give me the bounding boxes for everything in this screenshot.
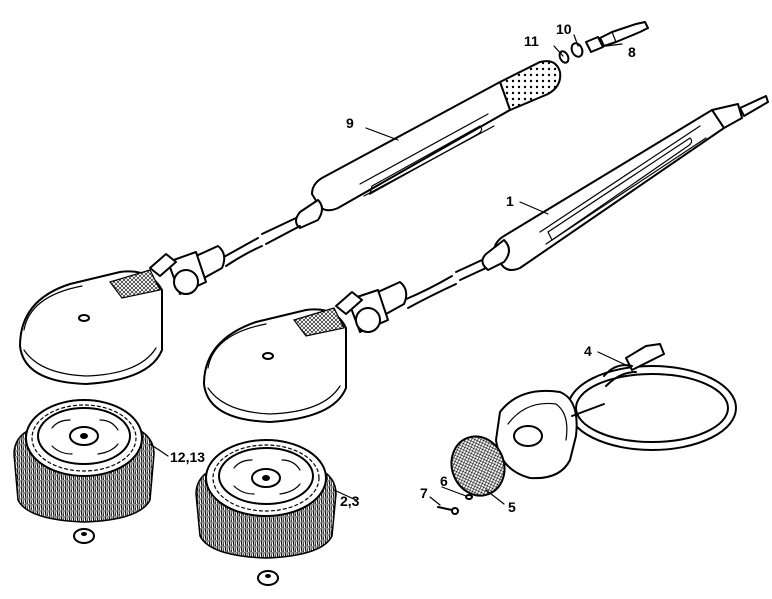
hose-part-4 xyxy=(567,343,737,451)
callout-11: 11 xyxy=(524,33,539,49)
extension-lance-part-1 xyxy=(455,95,769,281)
hose-upper xyxy=(221,237,259,259)
callout-9: 9 xyxy=(346,115,354,131)
rotary-brush-part-12-13 xyxy=(13,399,155,523)
screw-part-7 xyxy=(437,506,459,515)
callout-8: 8 xyxy=(628,44,636,60)
callout-7: 7 xyxy=(420,485,428,501)
callout-5: 5 xyxy=(508,499,516,515)
callout-1: 1 xyxy=(506,193,514,209)
washer-part-6 xyxy=(465,494,473,500)
o-ring-part-10 xyxy=(570,42,584,58)
connector-nipple-part xyxy=(585,21,649,53)
brush-head-lower xyxy=(203,281,408,423)
spacer-nut-center xyxy=(257,570,279,586)
spacer-nut-left xyxy=(73,528,95,544)
callout-2-3: 2,3 xyxy=(340,493,360,509)
brush-head-upper xyxy=(19,245,226,385)
hose-lower xyxy=(403,275,453,301)
brush-holder xyxy=(495,389,605,480)
callout-12-13: 12,13 xyxy=(170,449,205,465)
callout-6: 6 xyxy=(440,473,448,489)
callout-4: 4 xyxy=(584,343,592,359)
callout-10: 10 xyxy=(556,21,572,37)
rotary-brush-part-2-3 xyxy=(195,439,337,559)
spray-handle-part-9 xyxy=(261,60,562,245)
filter-screen-part-5 xyxy=(450,435,506,497)
leader-lines xyxy=(149,34,629,506)
